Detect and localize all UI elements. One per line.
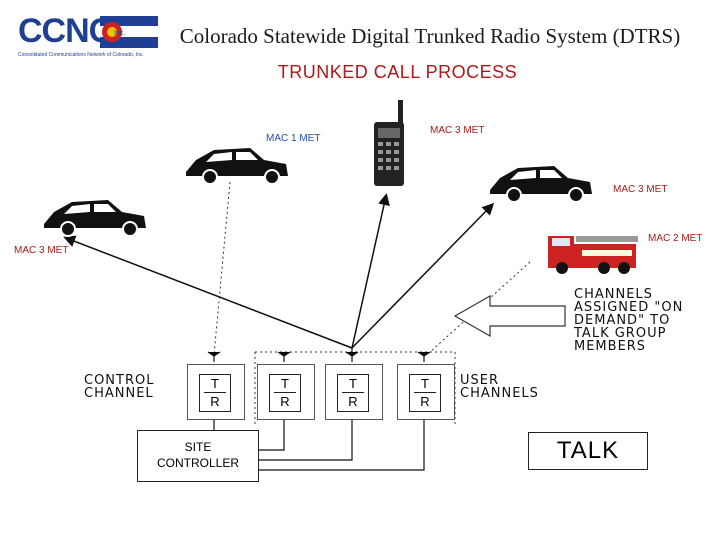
logo-tagline: Consolidated Communications Network of C…: [18, 52, 144, 58]
car-left-icon: [44, 200, 146, 237]
tr-receive: R: [348, 394, 358, 409]
tr-box-control: T R: [199, 374, 231, 412]
logo-text: CCNC: [18, 12, 113, 50]
car-right-icon: [490, 166, 592, 203]
page-subtitle: TRUNKED CALL PROCESS: [277, 62, 518, 82]
mac-label-car-center: MAC 1 MET: [266, 133, 321, 144]
tr-transmit: T: [211, 376, 219, 391]
talk-box: TALK: [528, 432, 648, 470]
tr-transmit: T: [421, 376, 429, 391]
tr-box-user-3: T R: [409, 374, 441, 412]
logo-inc: Inc.: [114, 30, 126, 37]
car-center-icon: [186, 148, 288, 185]
colorado-flag-icon: [100, 16, 158, 48]
handheld-radio-icon: [374, 100, 404, 186]
tr-transmit: T: [281, 376, 289, 391]
channels-assigned-label: CHANNELS ASSIGNED "ON DEMAND" TO TALK GR…: [574, 287, 684, 354]
tr-receive: R: [210, 394, 220, 409]
site-controller-label: SITE CONTROLLER: [156, 440, 239, 470]
tr-receive: R: [420, 394, 430, 409]
ccnc-logo: CCNC Inc. Consolidated Communications Ne…: [18, 12, 158, 60]
mac-label-car-left: MAC 3 MET: [14, 245, 69, 256]
mac-label-fire-truck: MAC 2 MET: [648, 233, 703, 244]
site-controller-box: SITE CONTROLLER: [137, 430, 259, 482]
user-channels-label: USER CHANNELS: [460, 373, 539, 401]
page-title: Colorado Statewide Digital Trunked Radio…: [179, 24, 681, 48]
mac-label-radio: MAC 3 MET: [430, 125, 485, 136]
tr-receive: R: [280, 394, 290, 409]
tr-transmit: T: [349, 376, 357, 391]
fire-truck-icon: [548, 236, 638, 274]
control-channel-label: CONTROL CHANNEL: [84, 373, 155, 401]
mac-label-car-right: MAC 3 MET: [613, 184, 668, 195]
tr-box-user-2: T R: [337, 374, 369, 412]
tr-box-user-1: T R: [269, 374, 301, 412]
